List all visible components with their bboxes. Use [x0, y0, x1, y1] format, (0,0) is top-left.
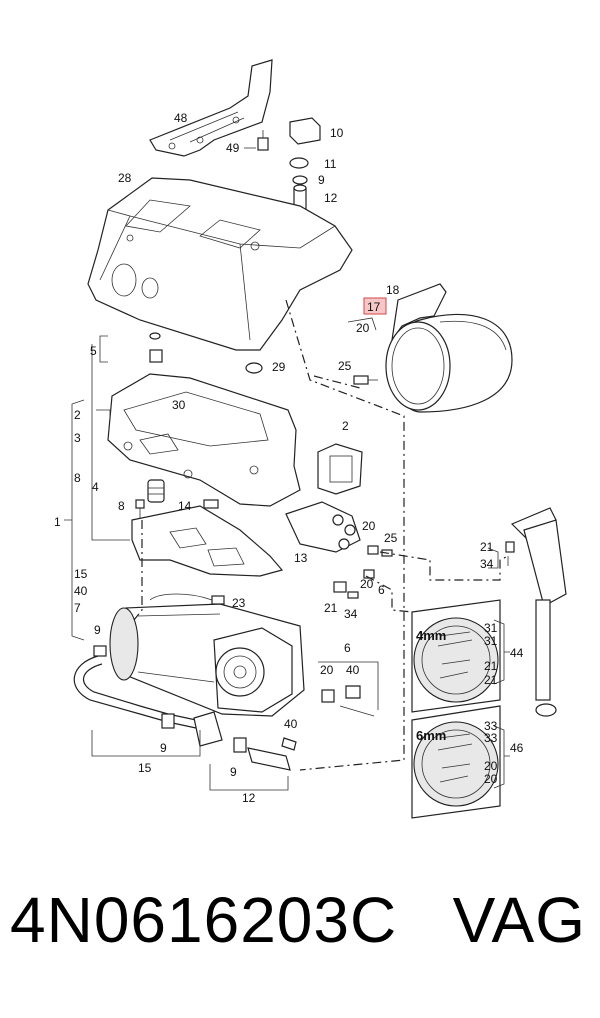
callout-9-bottom: 9 — [230, 765, 237, 779]
gauge-kit-44 — [411, 599, 501, 713]
callout-21-b: 21 — [484, 673, 498, 687]
callout-21-a: 21 — [484, 659, 498, 673]
plate-15 — [131, 505, 284, 577]
callout-9-top: 9 — [318, 173, 325, 187]
callout-21-mid: 21 — [324, 601, 338, 615]
connector-2 — [317, 443, 363, 495]
valve-block-13 — [285, 501, 361, 553]
brand-name: VAG — [452, 884, 586, 956]
callout-3: 3 — [74, 431, 81, 445]
grommet-9 — [292, 175, 308, 185]
callout-49: 49 — [226, 141, 240, 155]
air-strut — [505, 507, 567, 717]
callout-40-hose: 40 — [284, 717, 298, 731]
gauge-44-label: 4mm — [416, 628, 446, 643]
callout-31-a: 31 — [484, 621, 498, 635]
callout-13: 13 — [294, 551, 308, 565]
callout-17: 17 — [367, 300, 381, 314]
callout-18: 18 — [386, 283, 400, 297]
callout-25-top: 25 — [338, 359, 352, 373]
callout-9-hose: 9 — [160, 741, 167, 755]
callout-15-left: 15 — [74, 567, 88, 581]
callout-14: 14 — [178, 499, 192, 513]
callout-2-right: 2 — [342, 419, 349, 433]
callout-20-g1: 20 — [484, 759, 498, 773]
dashed-guide-lines — [133, 299, 509, 771]
callout-23: 23 — [232, 596, 246, 610]
wire-23 — [149, 593, 225, 605]
cover-28 — [87, 177, 353, 351]
callout-11: 11 — [324, 157, 337, 171]
callout-40-bottom: 40 — [346, 663, 360, 677]
rubber-mount-4 — [147, 479, 165, 503]
callout-29: 29 — [272, 360, 286, 374]
callout-2-left: 2 — [74, 408, 81, 422]
callout-15-bottom: 15 — [138, 761, 152, 775]
part-number: 4N0616203C — [10, 884, 398, 956]
callout-20-bottom: 20 — [320, 663, 334, 677]
callout-labels: 48 49 10 11 9 12 28 18 17 20 25 5 29 30 … — [54, 111, 524, 805]
callout-5: 5 — [90, 344, 97, 358]
group-brackets — [64, 147, 510, 791]
callout-31-b: 31 — [484, 634, 498, 648]
mounting-bracket-1 — [107, 373, 301, 507]
callout-20-mid: 20 — [362, 519, 376, 533]
callout-25-mid: 25 — [384, 531, 398, 545]
bracket-48 — [149, 59, 273, 157]
callout-40-left: 40 — [74, 584, 88, 598]
exploded-parts-diagram: 48 49 10 11 9 12 28 18 17 20 25 5 29 30 … — [54, 59, 567, 819]
hose-15 — [73, 645, 247, 753]
gauge-46-label: 6mm — [416, 728, 446, 743]
callout-21-strut: 21 — [480, 540, 494, 554]
callout-33-b: 33 — [484, 731, 498, 745]
callout-34-mid: 34 — [344, 607, 358, 621]
callout-4: 4 — [92, 480, 99, 494]
callout-20-g2: 20 — [484, 772, 498, 786]
nut-11 — [289, 157, 309, 169]
callout-8-bolt: 8 — [118, 499, 125, 513]
callout-28: 28 — [118, 171, 132, 185]
callout-9-left: 9 — [94, 623, 101, 637]
compressor-7 — [109, 603, 305, 717]
pipe-12b — [247, 737, 297, 771]
callout-12-bottom: 12 — [242, 791, 256, 805]
grommet-5 — [149, 332, 163, 363]
callout-20-top: 20 — [356, 321, 370, 335]
valve-25a — [353, 375, 378, 385]
callout-20-low: 20 — [360, 577, 374, 591]
callout-30: 30 — [172, 398, 186, 412]
callout-44: 44 — [510, 646, 524, 660]
highlight-17 — [363, 297, 387, 315]
bolt-14 — [203, 499, 219, 509]
fittings-6 — [321, 685, 375, 717]
bolt-49 — [257, 130, 269, 151]
callout-8-left: 8 — [74, 471, 81, 485]
callout-6-mid: 6 — [378, 583, 385, 597]
callout-48: 48 — [174, 111, 188, 125]
callout-46: 46 — [510, 741, 524, 755]
grommet-29 — [245, 362, 263, 374]
callout-1: 1 — [54, 515, 61, 529]
sensor-10 — [289, 117, 321, 145]
callout-33-a: 33 — [484, 719, 498, 733]
callout-34-strut: 34 — [480, 557, 494, 571]
callout-10: 10 — [330, 126, 344, 140]
air-reservoir — [385, 283, 513, 413]
caption-bar: 4N0616203C VAG — [0, 888, 600, 998]
gauge-kit-46 — [411, 705, 501, 819]
callout-6-bottom: 6 — [344, 641, 351, 655]
callout-12-top: 12 — [324, 191, 338, 205]
callout-7: 7 — [74, 601, 81, 615]
